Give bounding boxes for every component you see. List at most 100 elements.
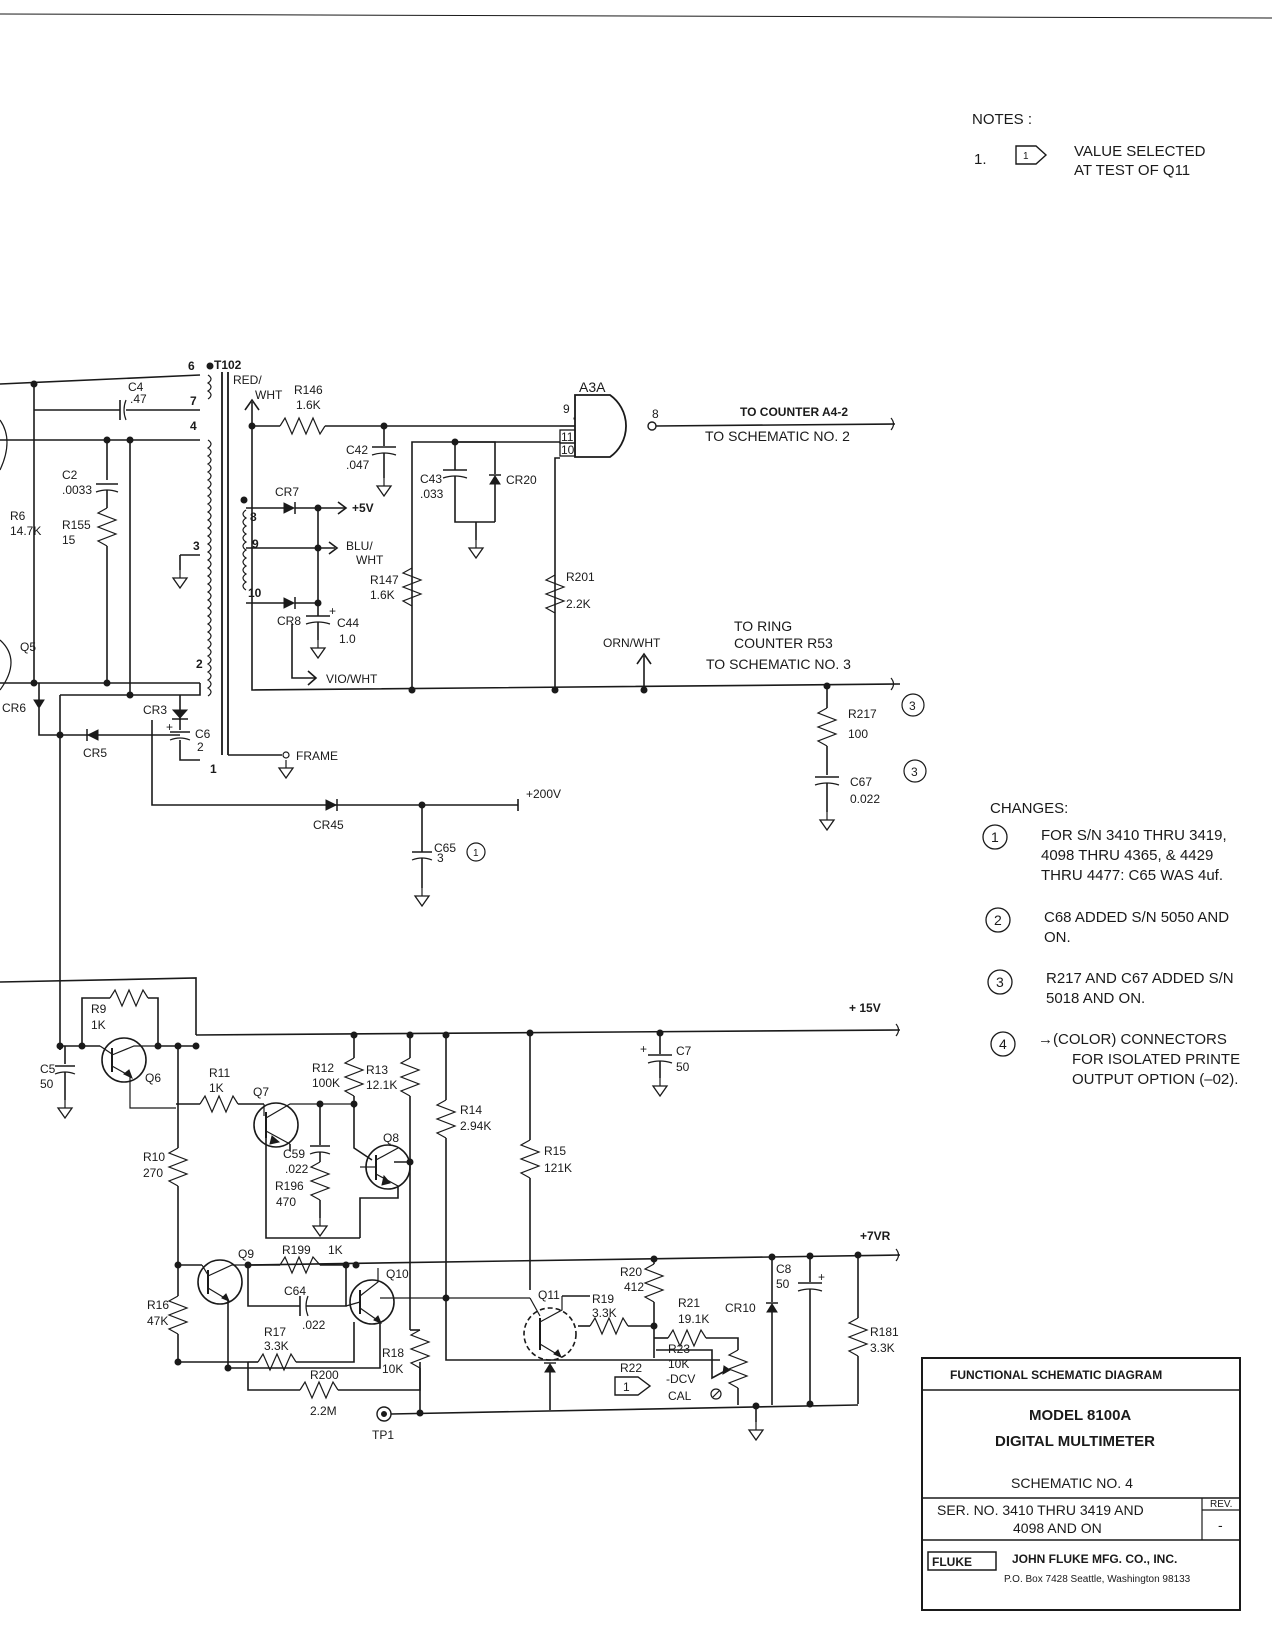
- label-q8: Q8: [383, 1131, 399, 1145]
- label-r201-value: 2.2K: [566, 597, 591, 611]
- title-schematic-no: SCHEMATIC NO. 4: [1011, 1475, 1133, 1491]
- label-c4-value: .47: [130, 392, 147, 406]
- label-r16-value: 47K: [147, 1314, 168, 1328]
- label-r14: R14: [460, 1103, 482, 1117]
- resistor-r19: [589, 1316, 629, 1336]
- label-r6: R6: [10, 509, 26, 523]
- pin-10: 10: [248, 586, 262, 600]
- wire: [291, 624, 316, 679]
- notes-block: NOTES : 1. 1 VALUE SELECTED AT TEST OF Q…: [972, 111, 1206, 179]
- title-serial-line2: 4098 AND ON: [1013, 1520, 1102, 1536]
- resistor-r9: [109, 988, 149, 1008]
- title-header: FUNCTIONAL SCHEMATIC DIAGRAM: [950, 1368, 1162, 1382]
- arrow-icon: [307, 670, 318, 686]
- connector-icon: [890, 417, 895, 431]
- transformer-winding-primary-top: [206, 374, 212, 400]
- lower-circuit: + 15V R9 1K Q6 C5 50 R11 1K: [0, 977, 901, 1442]
- adjustment-icon: [710, 1388, 722, 1400]
- diode-cr10: [766, 1303, 778, 1313]
- gate-pin-10: 10: [561, 443, 575, 457]
- label-q11: Q11: [538, 1288, 560, 1302]
- label-r12: R12: [312, 1061, 334, 1075]
- wire: [228, 1322, 381, 1369]
- label-c6-value: 2: [197, 740, 204, 754]
- label-c2: C2: [62, 468, 78, 482]
- arrow-icon: [636, 652, 652, 665]
- label-r11: R11: [209, 1066, 230, 1080]
- label-200v: +200V: [526, 787, 561, 801]
- change-2-line2: ON.: [1044, 929, 1071, 946]
- label-c59-value: .022: [285, 1162, 309, 1176]
- resistor-r13: [399, 1057, 421, 1097]
- resistor-r155: [96, 507, 118, 547]
- wire: [454, 476, 495, 523]
- label-r217: R217: [848, 707, 877, 721]
- label-c8-value: 50: [776, 1277, 790, 1291]
- diode-cr8: [283, 597, 296, 609]
- wire: [411, 441, 560, 690]
- label-cr10: CR10: [725, 1301, 756, 1315]
- svg-text:+: +: [166, 720, 173, 734]
- wire: [81, 997, 110, 1046]
- svg-text:1: 1: [991, 829, 999, 845]
- label-r10: R10: [143, 1150, 165, 1164]
- pin-4: 4: [190, 419, 197, 433]
- wire: [177, 1334, 248, 1363]
- title-model: MODEL 8100A: [1029, 1407, 1131, 1424]
- svg-text:+: +: [329, 604, 336, 618]
- title-company: JOHN FLUKE MFG. CO., INC.: [1012, 1552, 1177, 1566]
- label-r20-value: 412: [624, 1280, 644, 1294]
- label-r6-value: 14.7K: [10, 524, 41, 538]
- gate-pin-9: 9: [563, 402, 570, 416]
- svg-text:1: 1: [623, 1380, 630, 1394]
- label-c65: C65: [434, 841, 456, 855]
- label-r146: R146: [294, 383, 323, 397]
- title-rev-label: REV.: [1210, 1499, 1232, 1510]
- label-r21-value: 19.1K: [678, 1312, 709, 1326]
- label-r21: R21: [678, 1296, 700, 1310]
- changes-block: CHANGES: 1 FOR S/N 3410 THRU 3419, 4098 …: [982, 800, 1240, 1088]
- fluke-logo: FLUKE: [927, 1551, 997, 1571]
- change-marker-icon: [901, 693, 925, 717]
- diode-cr7: [283, 502, 296, 514]
- wire: [338, 1362, 421, 1391]
- label-counter-line2: TO SCHEMATIC NO. 2: [705, 428, 850, 444]
- change-3-marker-icon: [987, 969, 1013, 995]
- label-r18: R18: [382, 1346, 404, 1360]
- r22-marker-icon: 1: [614, 1376, 652, 1396]
- label-red-wht: RED/: [233, 373, 262, 387]
- pin-3: 3: [193, 539, 200, 553]
- junction: [30, 380, 38, 388]
- label-r199-value: 1K: [328, 1243, 343, 1257]
- svg-text:3: 3: [911, 765, 918, 779]
- label-cr6: CR6: [2, 701, 26, 715]
- title-rev-value: -: [1218, 1517, 1223, 1533]
- change-1-line2: 4098 THRU 4365, & 4429: [1041, 847, 1213, 864]
- connector-icon: [895, 1023, 900, 1037]
- resistor-r17: [257, 1352, 297, 1372]
- label-c7-value: 50: [676, 1060, 690, 1074]
- label-c8: C8: [776, 1262, 792, 1276]
- note-1-text-line1: VALUE SELECTED: [1074, 143, 1206, 160]
- label-c65-value: 3: [437, 851, 444, 865]
- resistor-r15: [519, 1139, 541, 1179]
- label-q10: Q10: [386, 1267, 409, 1281]
- notes-heading: NOTES :: [972, 111, 1032, 128]
- label-r14-value: 2.94K: [460, 1119, 491, 1133]
- label-blu-wht2: WHT: [356, 553, 384, 567]
- resistor-r10: [167, 1147, 189, 1187]
- transistor-q11: [523, 1307, 577, 1361]
- label-cr20: CR20: [506, 473, 537, 487]
- nand-gate-a3a: [574, 394, 627, 458]
- resistor-r21: [667, 1328, 707, 1348]
- label-r15: R15: [544, 1144, 566, 1158]
- label-c43: C43: [420, 472, 442, 486]
- label-orn-wht: ORN/WHT: [603, 636, 661, 650]
- diode-cr5: [86, 729, 99, 741]
- label-r147: R147: [370, 573, 399, 587]
- label-r181-value: 3.3K: [870, 1341, 895, 1355]
- label-cr5: CR5: [83, 746, 107, 760]
- label-r13-value: 12.1K: [366, 1078, 397, 1092]
- connector-icon: [895, 1248, 900, 1262]
